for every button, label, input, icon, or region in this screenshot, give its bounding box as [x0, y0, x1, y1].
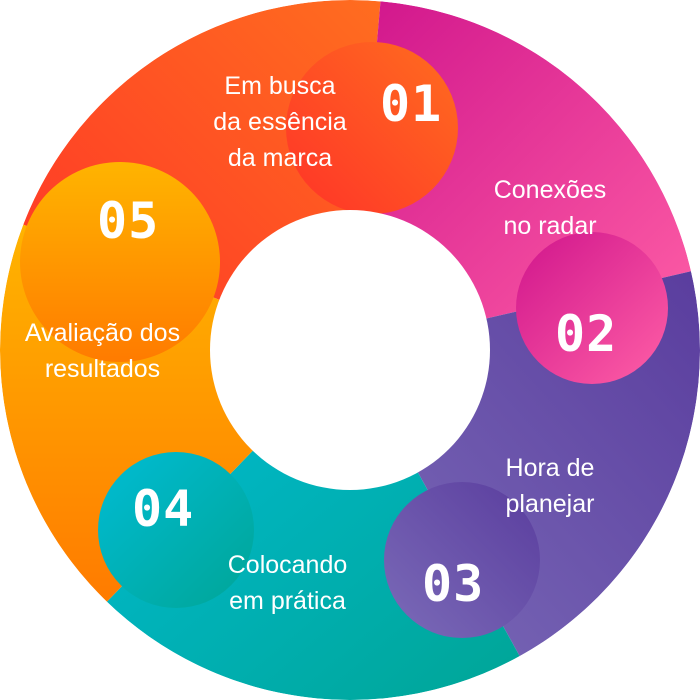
step-04-segment-head [98, 452, 254, 608]
step-05-segment-head [20, 162, 220, 362]
step-05-label: Avaliação dos resultados [24, 319, 181, 383]
step-01-number: 01 [380, 75, 443, 133]
step-02-label: Conexões no radar [493, 176, 607, 240]
step-05-number: 05 [97, 192, 160, 250]
step-01-segment [23, 0, 381, 350]
step-02-segment-head [516, 232, 668, 384]
step-03-number: 03 [422, 555, 485, 613]
step-01-segment-head [286, 42, 458, 214]
step-03-segment-head [384, 482, 540, 638]
step-04-number: 04 [132, 480, 195, 538]
step-01-label: Em busca da essência da marca [213, 72, 347, 172]
step-03-label: Hora de planejar [505, 454, 595, 518]
step-04-label: Colocando em prática [227, 551, 348, 615]
step-02-number: 02 [555, 305, 618, 363]
